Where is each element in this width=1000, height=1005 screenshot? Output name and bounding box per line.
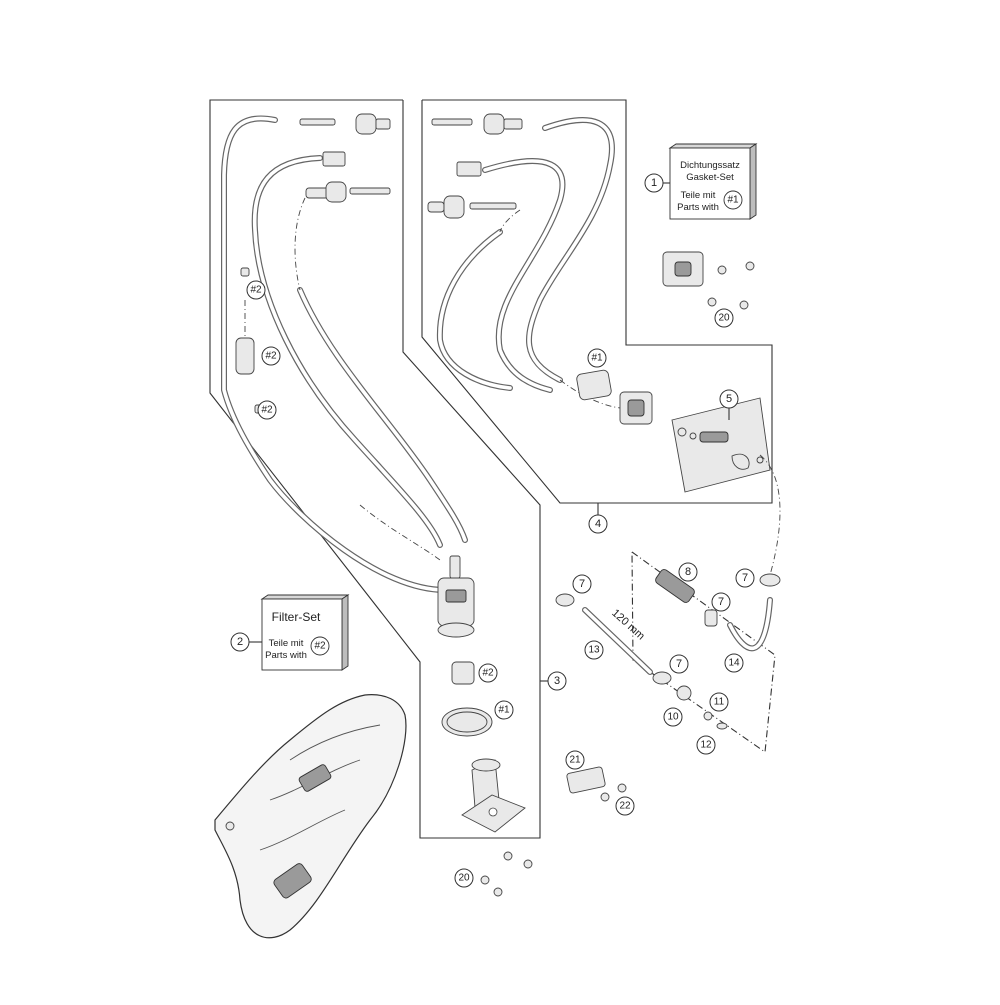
svg-text:3: 3 xyxy=(554,675,560,687)
filter-set-line1: Teile mit xyxy=(269,638,304,649)
svg-text:7: 7 xyxy=(718,596,724,608)
svg-text:#2: #2 xyxy=(265,351,277,362)
frame-left-hose-group xyxy=(209,99,541,839)
svg-text:1: 1 xyxy=(651,177,657,189)
filter-set-ref: #2 xyxy=(314,641,326,652)
gasket-set-ref: #1 xyxy=(727,195,739,206)
svg-text:4: 4 xyxy=(595,518,601,530)
filter-set-box: Filter-Set Teile mit Parts with #2 xyxy=(249,594,350,671)
svg-text:22: 22 xyxy=(619,801,631,812)
svg-text:12: 12 xyxy=(700,740,712,751)
callout-5: 5 xyxy=(719,389,739,409)
frame-fitting-group xyxy=(631,551,776,753)
clamp-7-right xyxy=(759,573,781,587)
svg-text:8: 8 xyxy=(685,566,691,578)
callout-7b: 7 xyxy=(711,592,731,612)
svg-text:2: 2 xyxy=(237,636,243,648)
callout-10: 10 xyxy=(663,707,683,727)
gasket-set-line3: Teile mit xyxy=(681,190,716,201)
gasket-set-box: Dichtungssatz Gasket-Set Teile mit Parts… xyxy=(663,143,758,220)
svg-text:7: 7 xyxy=(676,658,682,670)
ref-1-b: #1 xyxy=(494,700,514,720)
svg-text:7: 7 xyxy=(579,578,585,590)
item-5-valve-plate xyxy=(671,397,771,493)
svg-text:7: 7 xyxy=(742,572,748,584)
bolts-20-bottom xyxy=(480,851,533,897)
callout-20-top: 20 xyxy=(714,308,734,328)
callout-11: 11 xyxy=(709,692,729,712)
callout-13: 13 xyxy=(584,640,604,660)
frame-right-hose-group xyxy=(421,99,773,504)
callout-7c: 7 xyxy=(669,654,689,674)
svg-text:13: 13 xyxy=(588,645,600,656)
right-connectors xyxy=(427,113,523,219)
gasket-set-line2: Gasket-Set xyxy=(686,172,734,183)
ref-2-d: #2 xyxy=(478,663,498,683)
filter-set-line2: Parts with xyxy=(265,650,307,661)
svg-text:20: 20 xyxy=(718,313,730,324)
ref-2-a: #2 xyxy=(246,280,266,300)
callout-14: 14 xyxy=(724,653,744,673)
svg-text:14: 14 xyxy=(728,658,740,669)
callout-3: 3 xyxy=(547,671,567,691)
left-hose-assembly xyxy=(221,115,468,593)
callout-1: 1 xyxy=(644,173,664,193)
right-hose-assembly xyxy=(436,117,621,409)
callout-4: 4 xyxy=(588,514,608,534)
fittings xyxy=(555,569,773,730)
svg-text:#1: #1 xyxy=(498,705,510,716)
fuel-tank xyxy=(214,694,407,939)
svg-text:5: 5 xyxy=(726,393,732,405)
breather-valve xyxy=(662,251,755,310)
svg-text:20: 20 xyxy=(458,873,470,884)
pump-parts-stack xyxy=(441,661,526,833)
ref-1-a: #1 xyxy=(587,348,607,368)
svg-text:#2: #2 xyxy=(261,405,273,416)
fuel-pump xyxy=(437,555,475,638)
svg-text:11: 11 xyxy=(714,697,725,708)
callouts: 1 2 3 4 5 7 7 7 7 8 10 11 12 13 14 20 20… xyxy=(230,173,755,888)
callout-8: 8 xyxy=(678,562,698,582)
svg-text:21: 21 xyxy=(569,755,581,766)
filter-set-title: Filter-Set xyxy=(272,610,321,624)
callout-12: 12 xyxy=(696,735,716,755)
callout-7d: 7 xyxy=(735,568,755,588)
ref-2-b: #2 xyxy=(261,346,281,366)
svg-text:#2: #2 xyxy=(482,668,494,679)
callout-21: 21 xyxy=(565,750,585,770)
svg-text:#2: #2 xyxy=(250,285,262,296)
callout-22: 22 xyxy=(615,796,635,816)
gasket-set-line4: Parts with xyxy=(677,202,719,213)
callout-2: 2 xyxy=(230,632,250,652)
callout-7a: 7 xyxy=(572,574,592,594)
quick-connector xyxy=(576,369,653,425)
callout-20-bottom: 20 xyxy=(454,868,474,888)
svg-text:#1: #1 xyxy=(591,353,603,364)
left-connectors xyxy=(299,113,391,203)
svg-text:10: 10 xyxy=(667,712,679,723)
ref-2-c: #2 xyxy=(257,400,277,420)
bracket-21 xyxy=(566,766,627,802)
gasket-set-line1: Dichtungssatz xyxy=(680,160,740,171)
vent-hose-line xyxy=(759,454,781,576)
